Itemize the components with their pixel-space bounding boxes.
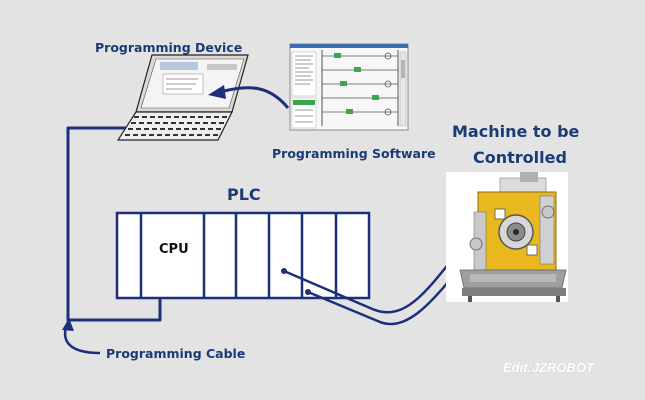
- cpu-label: CPU: [159, 242, 189, 257]
- plc-rack-frame: [115, 211, 371, 300]
- download-arrow: [208, 85, 290, 109]
- laptop-icon: [116, 54, 249, 141]
- machine-label-line1: Machine to be: [452, 122, 580, 141]
- programming-cable-label: Programming Cable: [106, 346, 246, 361]
- plc-label: PLC: [227, 185, 261, 204]
- io-port-dot: [281, 268, 287, 274]
- watermark: Edit:JZROBOT: [503, 360, 594, 375]
- machine-image: [446, 172, 568, 302]
- machine-label-line2: Controlled: [473, 148, 567, 167]
- programming-software-label: Programming Software: [272, 146, 436, 161]
- io-port-dot: [305, 289, 311, 295]
- software-screenshot: [289, 43, 409, 131]
- programming-device-label: Programming Device: [95, 40, 243, 55]
- plc-rack: [115, 211, 371, 300]
